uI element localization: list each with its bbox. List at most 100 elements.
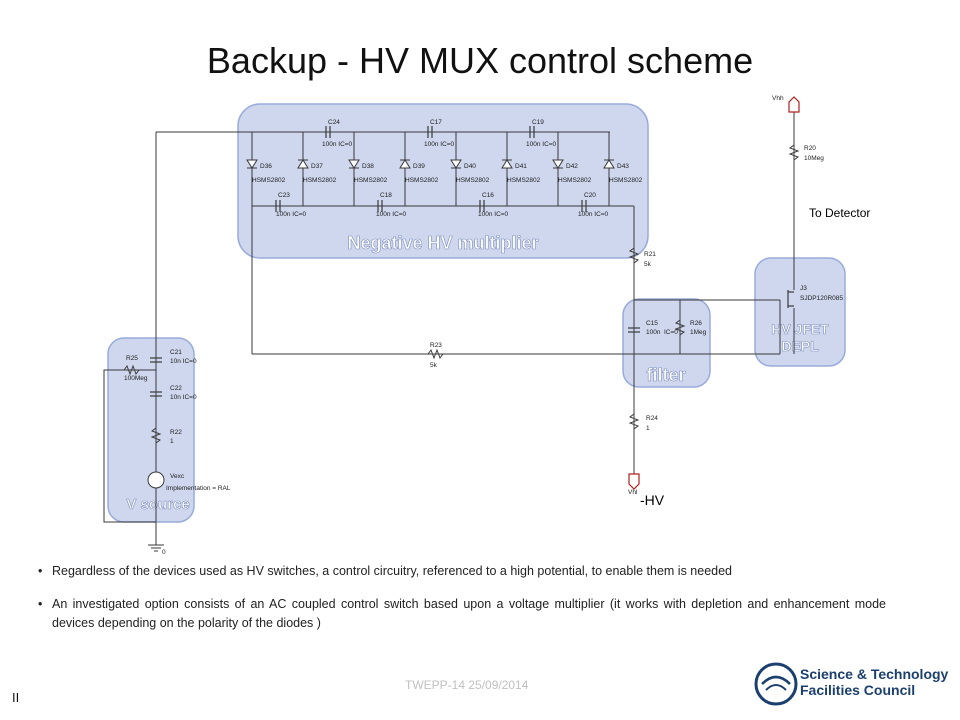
svg-text:C18: C18 — [380, 192, 392, 199]
svg-text:C15: C15 — [646, 320, 658, 327]
bullet-item-1: Regardless of the devices used as HV swi… — [38, 562, 886, 581]
svg-text:C21: C21 — [170, 349, 182, 356]
svg-text:HSMS2802: HSMS2802 — [252, 177, 286, 184]
svg-text:D40: D40 — [464, 163, 476, 170]
stfc-logo-icon — [754, 662, 798, 706]
svg-text:C19: C19 — [532, 119, 544, 126]
svg-text:C24: C24 — [328, 119, 340, 126]
svg-text:HSMS2802: HSMS2802 — [609, 177, 643, 184]
svg-text:Vexc: Vexc — [170, 473, 185, 480]
block-boxes — [107, 103, 846, 523]
svg-text:R20: R20 — [804, 145, 816, 152]
bottom-caps — [275, 200, 587, 212]
svg-text:10Meg: 10Meg — [804, 155, 824, 162]
svg-text:R24: R24 — [646, 415, 658, 422]
neg-hv-multiplier-label: Negative HV multiplier — [347, 233, 538, 253]
footer-text: TWEPP-14 25/09/2014 — [405, 678, 529, 692]
r23-resistor — [427, 348, 444, 360]
component-text: Vhh R20 10Meg R21 5k J3 SJDP120R085 C15 … — [124, 95, 843, 556]
small-caps — [150, 327, 640, 397]
page-mark: II — [12, 690, 20, 705]
svg-text:C20: C20 — [584, 192, 596, 199]
svg-text:R21: R21 — [644, 251, 656, 258]
hv-jfet-label-2: DEPL — [781, 338, 819, 354]
svg-text:D36: D36 — [260, 163, 272, 170]
to-detector-label: To Detector — [809, 206, 871, 220]
logo-line-2: Facilities Council — [800, 682, 916, 698]
svg-text:C22: C22 — [170, 385, 182, 392]
svg-text:C17: C17 — [430, 119, 442, 126]
svg-text:C23: C23 — [278, 192, 290, 199]
svg-text:HSMS2802: HSMS2802 — [507, 177, 541, 184]
filter-box — [622, 298, 711, 388]
svg-text:D41: D41 — [515, 163, 527, 170]
multiplier-text: D36 D37 D38 D39 D40 D41 D42 D43 HSMS2802… — [252, 119, 643, 218]
svg-text:100n IC=0: 100n IC=0 — [322, 141, 353, 148]
minus-hv-label: -HV — [640, 492, 665, 508]
r24-resistor — [628, 413, 640, 430]
svg-text:SJDP120R085: SJDP120R085 — [800, 295, 843, 302]
svg-text:R26: R26 — [690, 320, 702, 327]
svg-text:HSMS2802: HSMS2802 — [354, 177, 388, 184]
svg-text:HSMS2802: HSMS2802 — [456, 177, 490, 184]
svg-text:1Meg: 1Meg — [690, 329, 707, 336]
vhl-pin — [628, 473, 640, 490]
logo-line-1: Science & Technology — [800, 666, 949, 682]
svg-text:D43: D43 — [617, 163, 629, 170]
svg-text:0: 0 — [162, 549, 166, 556]
hv-jfet-label-1: HV JFET — [771, 321, 829, 337]
filter-label: filter — [646, 365, 685, 385]
svg-text:100n IC=0: 100n IC=0 — [578, 211, 609, 218]
svg-text:1: 1 — [646, 425, 650, 432]
logo-text: Science & Technology Facilities Council — [800, 666, 948, 698]
r26-resistor — [674, 319, 686, 336]
svg-text:D42: D42 — [566, 163, 578, 170]
svg-text:100n IC=0: 100n IC=0 — [526, 141, 557, 148]
svg-text:100n: 100n — [646, 329, 661, 336]
svg-text:R23: R23 — [430, 342, 442, 349]
svg-text:1: 1 — [170, 438, 174, 445]
bullet-item-2: An investigated option consists of an AC… — [38, 595, 886, 633]
wires — [103, 112, 795, 545]
svg-text:D37: D37 — [311, 163, 323, 170]
v-source-label: V source — [126, 496, 189, 513]
r20-resistor — [788, 144, 800, 161]
svg-text:100n IC=0: 100n IC=0 — [478, 211, 509, 218]
svg-text:100Meg: 100Meg — [124, 375, 148, 382]
svg-text:Implementation = RAL: Implementation = RAL — [166, 485, 231, 492]
svg-text:D38: D38 — [362, 163, 374, 170]
vhh-pin — [788, 96, 800, 113]
svg-text:Vhh: Vhh — [772, 95, 784, 102]
svg-text:Vhl: Vhl — [628, 489, 638, 496]
resistors — [123, 144, 800, 444]
supply-pins — [628, 96, 800, 490]
vexc-source — [147, 471, 165, 489]
svg-text:5k: 5k — [644, 261, 652, 268]
top-caps — [325, 126, 535, 138]
jfet-symbol — [787, 290, 794, 308]
r25-resistor — [123, 364, 140, 376]
svg-text:D39: D39 — [413, 163, 425, 170]
svg-text:HSMS2802: HSMS2802 — [558, 177, 592, 184]
svg-text:100n IC=0: 100n IC=0 — [376, 211, 407, 218]
hv-jfet-box — [754, 257, 846, 367]
ground-symbol — [148, 544, 164, 552]
svg-text:IC=0: IC=0 — [664, 329, 678, 336]
slide-title: Backup - HV MUX control scheme — [206, 40, 754, 81]
svg-text:10n IC=0: 10n IC=0 — [170, 358, 197, 365]
svg-text:C16: C16 — [482, 192, 494, 199]
svg-text:R22: R22 — [170, 429, 182, 436]
svg-text:J3: J3 — [800, 285, 807, 292]
svg-text:R25: R25 — [126, 355, 138, 362]
diodes — [246, 159, 615, 169]
bullet-list: Regardless of the devices used as HV swi… — [38, 562, 886, 647]
svg-text:100n IC=0: 100n IC=0 — [276, 211, 307, 218]
svg-text:5k: 5k — [430, 362, 438, 369]
neg-hv-multiplier-box — [237, 103, 649, 259]
svg-text:10n IC=0: 10n IC=0 — [170, 394, 197, 401]
svg-text:HSMS2802: HSMS2802 — [303, 177, 337, 184]
r21-resistor — [628, 247, 640, 264]
svg-text:HSMS2802: HSMS2802 — [405, 177, 439, 184]
svg-text:100n IC=0: 100n IC=0 — [424, 141, 455, 148]
